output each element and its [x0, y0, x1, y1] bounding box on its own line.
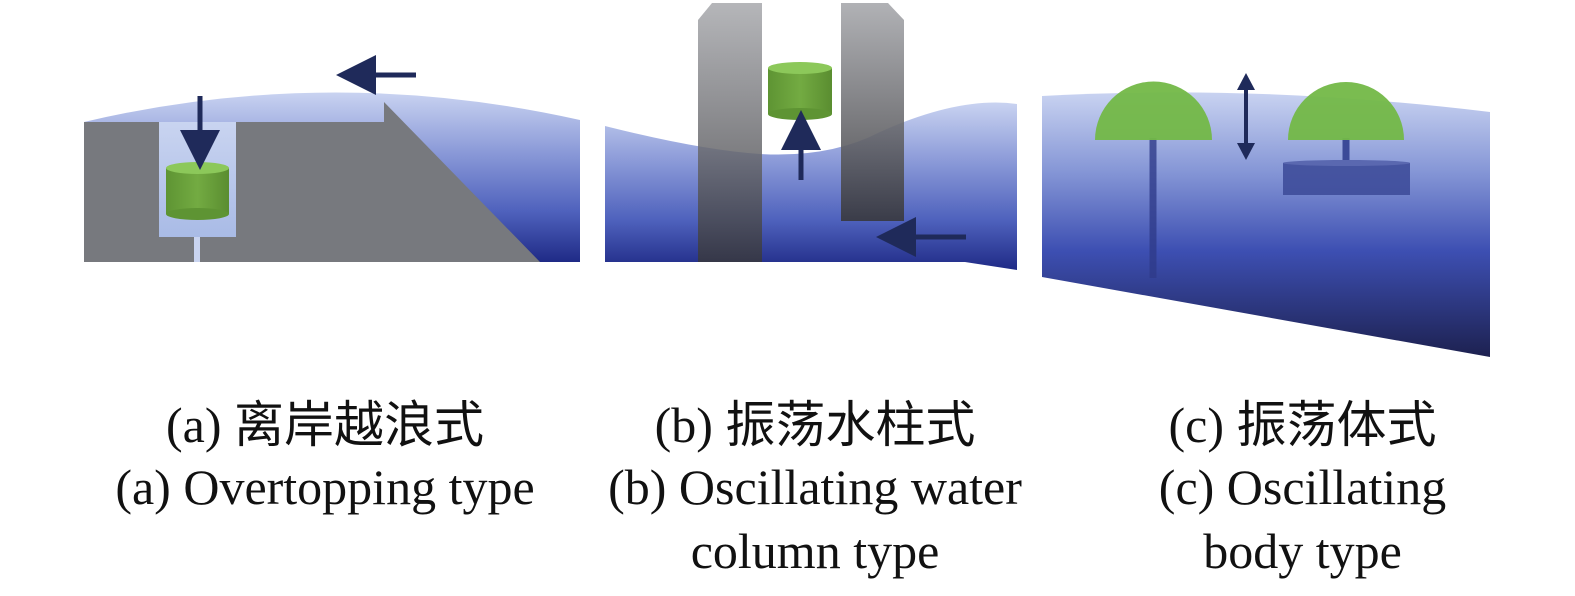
caption-panel-c: (c) 振荡体式 (c) Oscillating body type — [1080, 395, 1525, 583]
caption-panel-a: (a) 离岸越浪式 (a) Overtopping type — [60, 395, 590, 519]
caption-b-english-line1: (b) Oscillating water — [608, 459, 1022, 515]
panel-c-damping-plate — [1283, 160, 1410, 195]
panel-c-oscillating-body — [1042, 73, 1490, 358]
panel-a-overtopping — [84, 55, 580, 262]
panel-c-left-buoy — [1095, 81, 1212, 140]
caption-c-english-line2: body type — [1203, 523, 1402, 579]
panel-b-turbine-icon — [768, 62, 832, 120]
panel-c-heave-arrow-icon — [1237, 73, 1255, 160]
caption-panel-b: (b) 振荡水柱式 (b) Oscillating water column t… — [585, 395, 1045, 583]
caption-a-chinese: (a) 离岸越浪式 — [166, 397, 484, 453]
caption-a-english: (a) Overtopping type — [115, 459, 535, 515]
panel-b-owc — [605, 3, 1017, 270]
panel-b-water — [605, 102, 1017, 270]
caption-b-english-line2: column type — [690, 523, 940, 579]
panel-b-right-wall — [841, 3, 904, 221]
panel-a-outlet-pipe — [194, 237, 200, 262]
caption-b-chinese: (b) 振荡水柱式 — [654, 397, 976, 453]
wave-energy-diagram — [84, 3, 1490, 358]
caption-c-chinese: (c) 振荡体式 — [1168, 397, 1437, 453]
panel-a-turbine-icon — [166, 162, 229, 220]
panel-c-right-buoy — [1288, 82, 1404, 140]
panel-b-left-wall — [698, 3, 762, 262]
caption-c-english-line1: (c) Oscillating — [1158, 459, 1447, 515]
